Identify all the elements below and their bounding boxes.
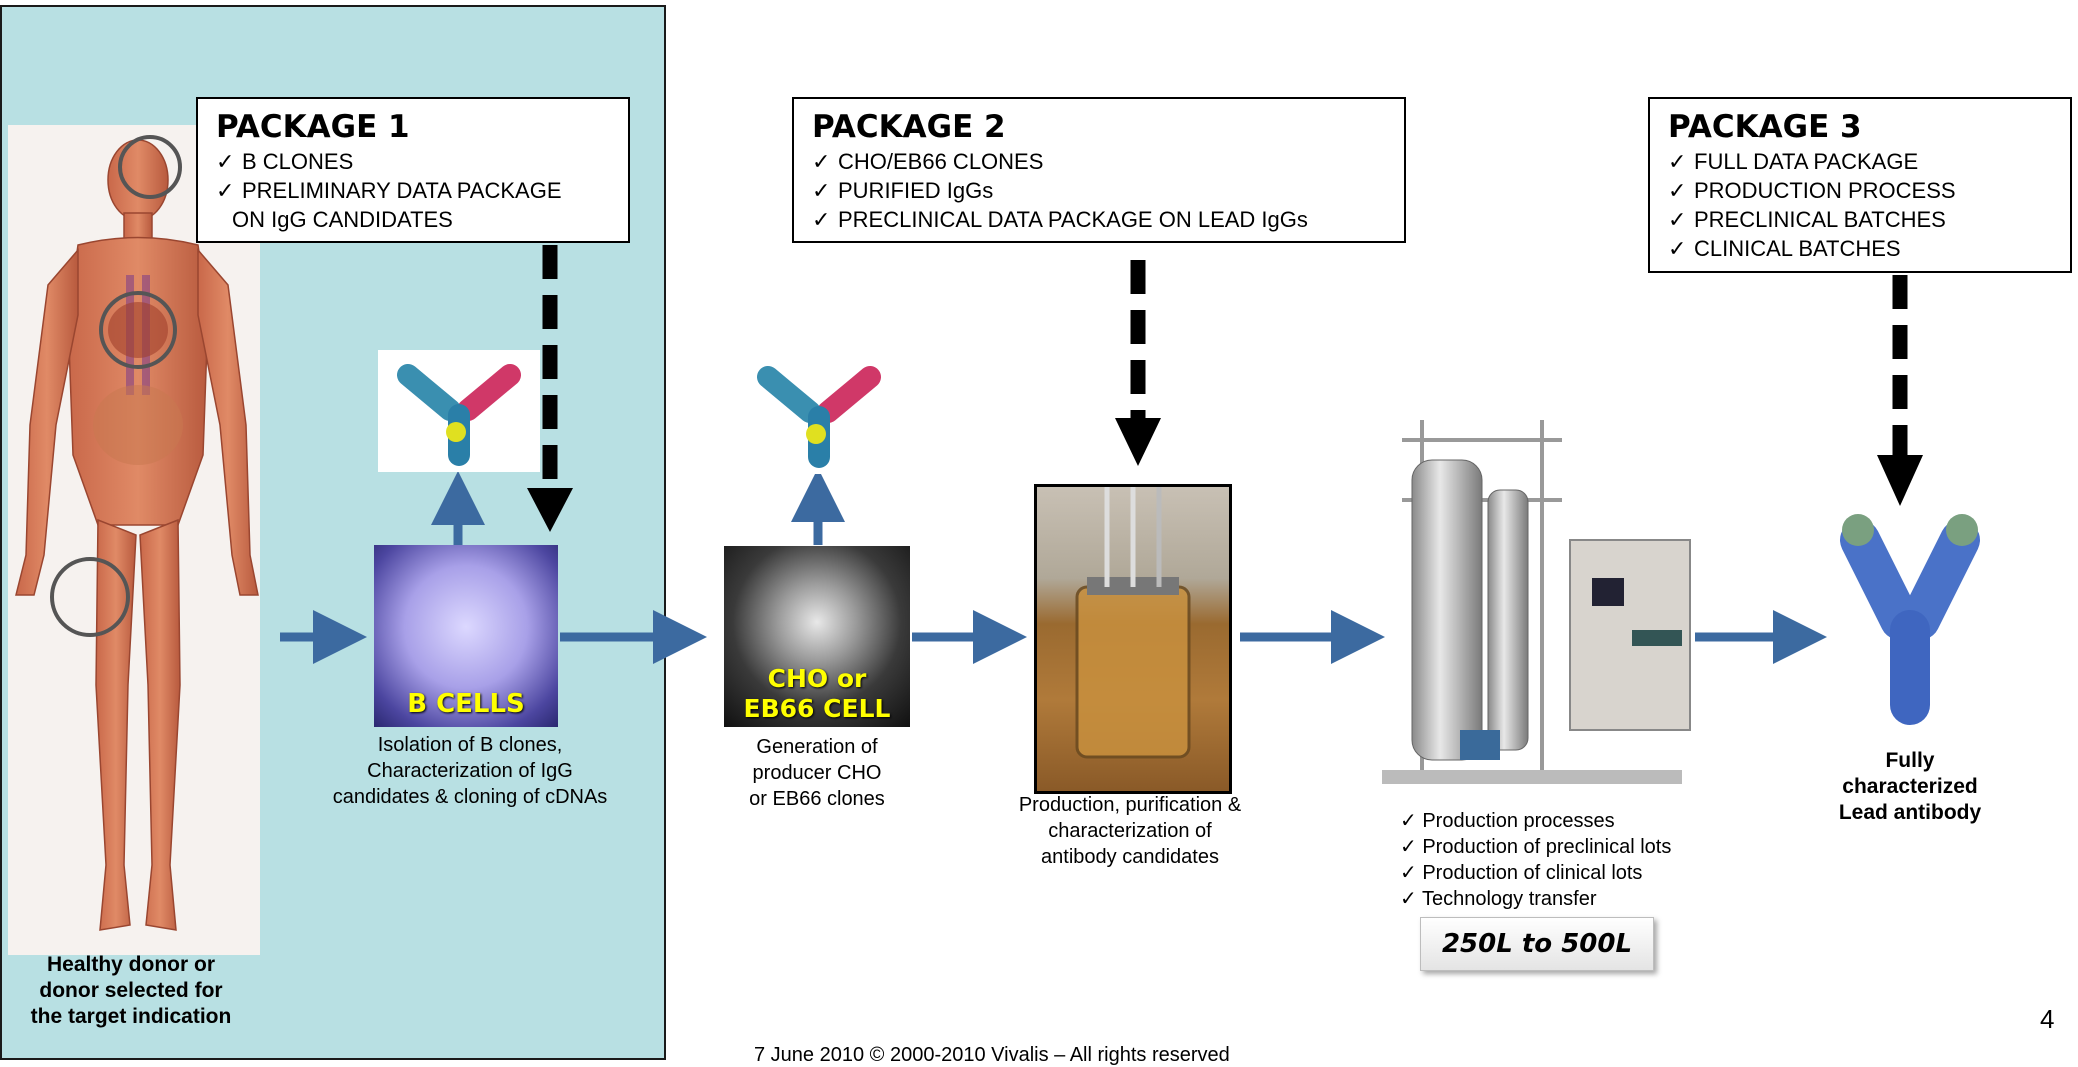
package-3-box: PACKAGE 3 ✓FULL DATA PACKAGE ✓PRODUCTION… <box>1648 97 2072 273</box>
scale-badge: 250L to 500L <box>1420 917 1654 971</box>
b-cell-icon: B CELLS <box>374 545 558 727</box>
dashed-arrowhead-2 <box>1115 418 1161 466</box>
antibody-icon <box>738 352 900 474</box>
checkmark-icon: ✓ <box>812 149 831 174</box>
package-3-title: PACKAGE 3 <box>1668 109 1862 145</box>
checkmark-icon: ✓ <box>216 149 235 174</box>
checkmark-icon: ✓ <box>1400 888 1417 910</box>
bcells-caption: Isolation of B clones, Characterization … <box>332 734 608 808</box>
cho-caption: Generation of producer CHO or EB66 clone… <box>749 736 885 810</box>
dashed-arrowhead-1 <box>527 488 573 532</box>
dashed-arrowhead-3 <box>1877 455 1923 506</box>
checkmark-icon: ✓ <box>1668 207 1687 232</box>
checkmark-icon: ✓ <box>1400 862 1417 884</box>
bioreactor-capabilities-list: ✓ Production processes ✓ Production of p… <box>1400 810 1672 910</box>
package-1-title: PACKAGE 1 <box>216 109 410 145</box>
human-body-icon <box>15 135 259 931</box>
industrial-bioreactor-icon <box>1382 420 1691 784</box>
footer-copyright: 7 June 2010 © 2000-2010 Vivalis – All ri… <box>754 1044 1230 1066</box>
package-2-title: PACKAGE 2 <box>812 109 1006 145</box>
lead-caption: Fully characterized Lead antibody <box>1838 749 1982 824</box>
checkmark-icon: ✓ <box>1400 836 1417 858</box>
production-caption: Production, purification & characterizat… <box>1018 794 1242 868</box>
checkmark-icon: ✓ <box>812 178 831 203</box>
antibody-icon <box>378 350 540 472</box>
cho-cell-icon: CHO or EB66 CELL <box>724 546 910 727</box>
lead-antibody-icon <box>1840 514 1980 725</box>
checkmark-icon: ✓ <box>1668 178 1687 203</box>
page-number: 4 <box>2040 1004 2055 1034</box>
package-1-box: PACKAGE 1 ✓B CLONES ✓PRELIMINARY DATA PA… <box>196 97 630 243</box>
bioreactor-flask-icon <box>1034 484 1232 794</box>
checkmark-icon: ✓ <box>216 178 235 203</box>
checkmark-icon: ✓ <box>1668 149 1687 174</box>
donor-caption: Healthy donor or donor selected for the … <box>30 953 232 1028</box>
checkmark-icon: ✓ <box>812 207 831 232</box>
checkmark-icon: ✓ <box>1668 236 1687 261</box>
checkmark-icon: ✓ <box>1400 810 1417 832</box>
package-2-box: PACKAGE 2 ✓CHO/EB66 CLONES ✓PURIFIED IgG… <box>792 97 1406 243</box>
